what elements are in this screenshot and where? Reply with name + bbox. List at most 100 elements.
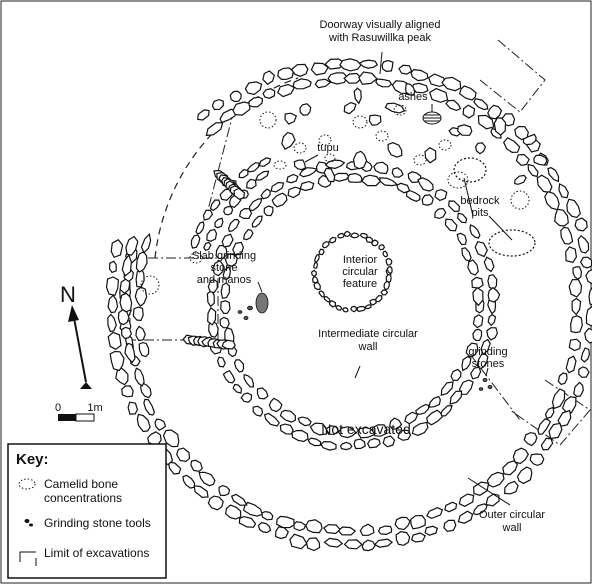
intermediate-wall-stone	[411, 421, 429, 436]
outer-wall-stone	[457, 510, 474, 524]
outer-wall-stone	[134, 367, 145, 387]
intermediate-wall-stone	[367, 437, 381, 449]
interior-feature-stone	[318, 290, 325, 298]
outer-wall-stone	[557, 372, 568, 385]
north-label: N	[60, 282, 76, 307]
outer-wall-stone	[537, 418, 552, 435]
outer-wall-stone	[121, 253, 133, 277]
map-labels: Doorway visually aligned with Rasuwillka…	[192, 19, 545, 534]
interior-feature-stone	[321, 241, 330, 249]
outer-wall-stone	[162, 429, 180, 448]
outer-wall-label-1: Outer circular	[479, 509, 545, 521]
outer-wall-stone	[424, 525, 439, 536]
interior-feature-stone	[382, 250, 389, 258]
outer-wall-stone	[568, 338, 582, 352]
intermediate-wall-stone	[220, 282, 231, 299]
interior-label-2: circular	[342, 266, 378, 278]
radial-wall-stone	[221, 339, 236, 350]
outer-wall-stone	[242, 501, 264, 517]
scatter-stone	[368, 114, 382, 126]
outer-wall-stone	[324, 58, 346, 70]
outer-wall-stone	[578, 366, 590, 378]
intermediate-wall-stone	[391, 167, 404, 178]
not-excavated-label: Not excavated	[321, 421, 411, 437]
outer-wall-stone	[238, 515, 257, 528]
slab-label-1: Slab grinding	[192, 250, 256, 262]
intermediate-wall-stone	[417, 177, 434, 192]
intermediate-wall-stone	[307, 437, 322, 447]
outer-wall-stone	[577, 234, 590, 254]
outer-wall-stone	[588, 287, 592, 306]
outer-wall-stone	[381, 59, 394, 73]
outer-wall-stone	[462, 104, 476, 119]
outer-wall-stone	[565, 355, 577, 374]
interior-feature-stone	[311, 275, 319, 284]
interior-feature-stone	[385, 273, 392, 283]
scatter-stone	[514, 174, 527, 185]
outer-wall-stone	[124, 342, 136, 364]
radial-wall-stone	[238, 169, 249, 179]
radial-wall-stone	[233, 187, 246, 201]
outer-wall-stone	[121, 326, 133, 340]
interior-feature-stone	[364, 304, 372, 310]
intermediate-wall-stone	[415, 403, 430, 415]
outer-wall-stone	[502, 460, 518, 476]
intermediate-wall-stone	[227, 218, 240, 233]
bone-concentration	[189, 252, 203, 264]
intermediate-wall-stone	[474, 241, 488, 258]
intermediate-wall-stone	[320, 440, 337, 451]
interior-feature-stone	[313, 282, 321, 290]
intermediate-wall-stone	[224, 253, 238, 267]
intermediate-wall-stone	[260, 188, 271, 200]
bedrock-label-2: pits	[471, 207, 489, 219]
outer-wall-stone	[109, 350, 125, 372]
scatter-stone	[522, 133, 537, 146]
outer-wall-stone	[427, 73, 447, 88]
interior-feature-stone	[341, 307, 349, 313]
interior-feature-stone	[349, 232, 360, 239]
key-item-bone-1: Camelid bone	[44, 477, 118, 491]
outer-wall-stone	[574, 217, 588, 232]
slab-label-3: and manos	[197, 274, 252, 286]
outer-wall-stone	[359, 523, 375, 536]
intermediate-wall-stone	[467, 259, 479, 276]
outer-wall-stone	[544, 406, 555, 420]
outer-wall-stone	[115, 365, 129, 386]
outer-wall-stone	[395, 530, 411, 546]
intermediate-wall-stone	[233, 359, 245, 373]
doorway-label-1: Doorway visually aligned	[319, 19, 440, 31]
outer-wall-stone	[458, 493, 475, 507]
outer-wall-stone	[410, 68, 429, 82]
outer-wall-stone	[411, 82, 429, 94]
outer-wall-stone	[121, 385, 134, 398]
outer-wall-stone	[193, 485, 209, 499]
outer-wall-stone	[373, 538, 394, 548]
outer-wall-stone	[547, 167, 560, 183]
outer-wall-stone	[117, 309, 130, 326]
intermediate-wall-stone	[439, 404, 453, 417]
intermediate-wall-stone	[216, 356, 226, 368]
outer-wall-stone	[110, 239, 124, 259]
intermediate-wall-stone	[428, 395, 441, 408]
outer-wall-stone	[443, 519, 457, 533]
intermediate-wall-stone	[208, 321, 219, 338]
key-item-grinding: Grinding stone tools	[44, 516, 151, 530]
scale-start-label: 0	[55, 402, 61, 414]
intermediate-wall-stone	[404, 411, 419, 425]
intermediate-wall-stone	[271, 192, 288, 208]
intermediate-wall-stone	[238, 207, 253, 219]
outer-wall-stone	[119, 278, 131, 294]
outer-wall-stone	[580, 347, 591, 363]
intermediate-wall-stone	[421, 194, 434, 206]
bedrock-pit	[453, 157, 487, 183]
intermediate-wall-stone	[251, 215, 263, 228]
outer-wall-stone	[375, 78, 393, 88]
intermediate-wall-stone	[487, 274, 498, 291]
outer-wall-stone	[135, 251, 148, 273]
intermediate-wall-stone	[357, 426, 376, 439]
intermediate-wall-stone	[221, 233, 234, 248]
interior-feature-stone	[375, 295, 383, 303]
intermediate-wall-stone	[444, 218, 458, 232]
outer-wall-stone	[260, 510, 274, 521]
